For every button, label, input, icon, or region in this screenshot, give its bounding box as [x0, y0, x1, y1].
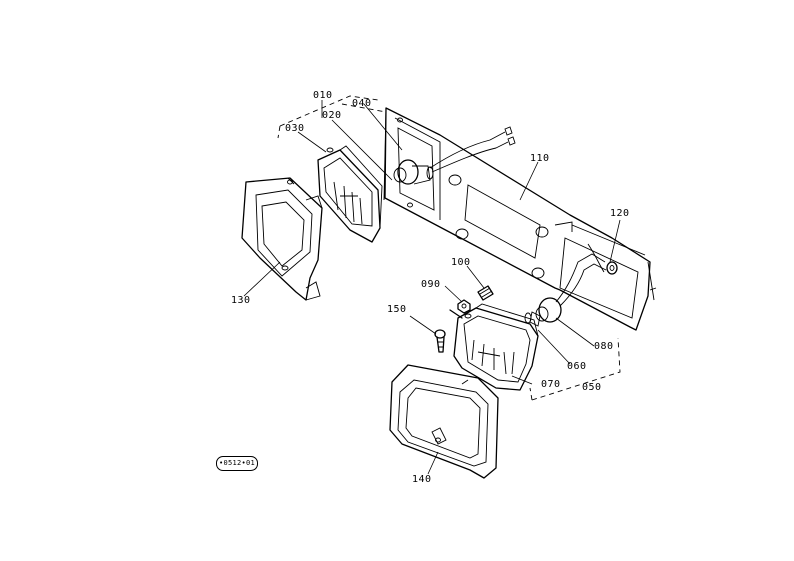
- assembly-group-010: [277, 95, 379, 139]
- callout-080: 080: [594, 341, 614, 352]
- callout-130: 130: [231, 295, 251, 306]
- reference-code-badge: •0512•01: [216, 456, 258, 471]
- sealed-beam-lens-right: [453, 303, 539, 391]
- bulb-right: [524, 297, 562, 327]
- leader-lines: [243, 100, 621, 475]
- callout-060: 060: [567, 361, 587, 372]
- callout-090: 090: [421, 279, 441, 290]
- callout-120: 120: [610, 208, 630, 219]
- screw-150: [434, 329, 446, 353]
- lamp-housing-right: [389, 364, 499, 479]
- callout-110: 110: [530, 153, 550, 164]
- assembly-group-050: [531, 337, 621, 401]
- sealed-beam-lens-left: [317, 145, 383, 243]
- mounting-bracket: [383, 107, 657, 331]
- callout-010: 010: [313, 90, 333, 101]
- bulb-left: [393, 159, 434, 185]
- adjusting-screw-100: [477, 285, 494, 301]
- callout-150: 150: [387, 304, 407, 315]
- nut-090: [449, 299, 471, 319]
- lamp-housing-left: [241, 177, 323, 301]
- grommet-120: [606, 261, 618, 275]
- wire-harness-right: [555, 243, 607, 307]
- wire-harness-left: [429, 126, 516, 173]
- callout-020: 020: [322, 110, 342, 121]
- callout-030: 030: [285, 123, 305, 134]
- callout-040: 040: [352, 98, 372, 109]
- callout-050: 050: [582, 382, 602, 393]
- callout-100: 100: [451, 257, 471, 268]
- callout-140: 140: [412, 474, 432, 485]
- callout-070: 070: [541, 379, 561, 390]
